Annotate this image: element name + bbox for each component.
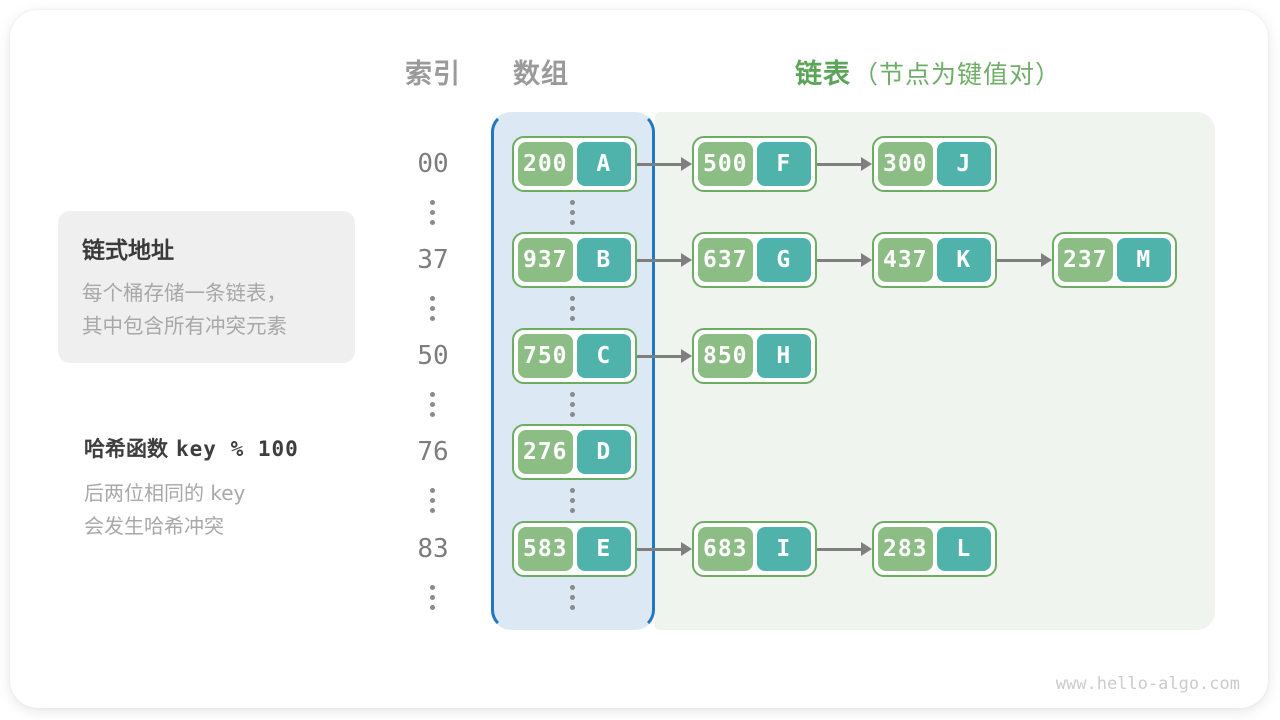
node-key: 276 bbox=[518, 430, 573, 474]
arrow-right-icon bbox=[637, 232, 692, 288]
pair-node: 750 C bbox=[512, 328, 637, 384]
node-value: C bbox=[576, 334, 631, 378]
pair-node: 437 K bbox=[872, 232, 997, 288]
node-value: L bbox=[936, 527, 991, 571]
node-key: 300 bbox=[878, 142, 933, 186]
ellipsis-dots bbox=[430, 296, 435, 321]
node-key: 683 bbox=[698, 527, 753, 571]
pair-node: 237 M bbox=[1052, 232, 1177, 288]
hash-function-title: 哈希函数 key % 100 bbox=[84, 433, 299, 463]
chaining-info-box: 链式地址 每个桶存储一条链表， 其中包含所有冲突元素 bbox=[58, 211, 355, 363]
node-key: 937 bbox=[518, 238, 573, 282]
node-key: 283 bbox=[878, 527, 933, 571]
index-label-83: 83 bbox=[417, 534, 449, 564]
linked-list-note: （节点为键值对） bbox=[853, 60, 1062, 89]
pair-node: 300 J bbox=[872, 136, 997, 192]
hash-function-label: 哈希函数 bbox=[84, 437, 168, 461]
hash-function-note: 哈希函数 key % 100 后两位相同的 key 会发生哈希冲突 bbox=[84, 433, 299, 543]
hash-note-line1: 后两位相同的 key bbox=[84, 481, 246, 505]
column-header-linked-list: 链表（节点为键值对） bbox=[795, 52, 1061, 91]
pair-node: 200 A bbox=[512, 136, 637, 192]
node-key: 500 bbox=[698, 142, 753, 186]
node-key: 750 bbox=[518, 334, 573, 378]
node-value: H bbox=[756, 334, 811, 378]
pair-node: 276 D bbox=[512, 424, 637, 480]
bucket-row-50: 750 C 850 H bbox=[512, 328, 817, 384]
bucket-row-00: 200 A 500 F 300 J bbox=[512, 136, 997, 192]
node-key: 850 bbox=[698, 334, 753, 378]
column-header-array: 数组 bbox=[513, 59, 569, 90]
arrow-right-icon bbox=[637, 136, 692, 192]
pair-node: 937 B bbox=[512, 232, 637, 288]
arrow-right-icon bbox=[997, 232, 1052, 288]
index-label-50: 50 bbox=[417, 341, 449, 371]
hash-function-code: key % 100 bbox=[176, 437, 299, 461]
ellipsis-dots bbox=[570, 585, 575, 610]
info-box-title: 链式地址 bbox=[82, 238, 174, 264]
node-key: 237 bbox=[1058, 238, 1113, 282]
info-box-line1: 每个桶存储一条链表， bbox=[82, 281, 287, 305]
pair-node: 500 F bbox=[692, 136, 817, 192]
hash-note-line2: 会发生哈希冲突 bbox=[84, 514, 224, 538]
index-label-37: 37 bbox=[417, 245, 449, 275]
node-value: M bbox=[1116, 238, 1171, 282]
index-label-76: 76 bbox=[417, 437, 449, 467]
linked-list-label: 链表 bbox=[795, 59, 851, 90]
bucket-row-76: 276 D bbox=[512, 424, 637, 480]
node-value: E bbox=[576, 527, 631, 571]
node-key: 200 bbox=[518, 142, 573, 186]
ellipsis-dots bbox=[430, 392, 435, 417]
node-value: D bbox=[576, 430, 631, 474]
watermark: www.hello-algo.com bbox=[1055, 674, 1240, 694]
ellipsis-dots bbox=[570, 200, 575, 225]
node-value: I bbox=[756, 527, 811, 571]
node-key: 583 bbox=[518, 527, 573, 571]
info-box-line2: 其中包含所有冲突元素 bbox=[82, 313, 287, 338]
ellipsis-dots bbox=[570, 488, 575, 513]
arrow-right-icon bbox=[637, 521, 692, 577]
pair-node: 283 L bbox=[872, 521, 997, 577]
column-header-index: 索引 bbox=[405, 59, 461, 90]
arrow-right-icon bbox=[637, 328, 692, 384]
node-value: J bbox=[936, 142, 991, 186]
node-key: 437 bbox=[878, 238, 933, 282]
ellipsis-dots bbox=[430, 200, 435, 225]
index-label-00: 00 bbox=[417, 149, 449, 179]
arrow-right-icon bbox=[817, 521, 872, 577]
node-value: A bbox=[576, 142, 631, 186]
bucket-row-37: 937 B 637 G 437 K 237 M bbox=[512, 232, 1177, 288]
pair-node: 583 E bbox=[512, 521, 637, 577]
node-value: G bbox=[756, 238, 811, 282]
arrow-right-icon bbox=[817, 136, 872, 192]
pair-node: 683 I bbox=[692, 521, 817, 577]
hash-function-body: 后两位相同的 key 会发生哈希冲突 bbox=[84, 477, 299, 543]
arrow-right-icon bbox=[817, 232, 872, 288]
node-key: 637 bbox=[698, 238, 753, 282]
node-value: B bbox=[576, 238, 631, 282]
ellipsis-dots bbox=[430, 488, 435, 513]
pair-node: 637 G bbox=[692, 232, 817, 288]
bucket-row-83: 583 E 683 I 283 L bbox=[512, 521, 997, 577]
ellipsis-dots bbox=[430, 585, 435, 610]
node-value: K bbox=[936, 238, 991, 282]
info-box-body: 每个桶存储一条链表， 其中包含所有冲突元素 bbox=[82, 277, 331, 343]
ellipsis-dots bbox=[570, 296, 575, 321]
node-value: F bbox=[756, 142, 811, 186]
pair-node: 850 H bbox=[692, 328, 817, 384]
ellipsis-dots bbox=[570, 392, 575, 417]
